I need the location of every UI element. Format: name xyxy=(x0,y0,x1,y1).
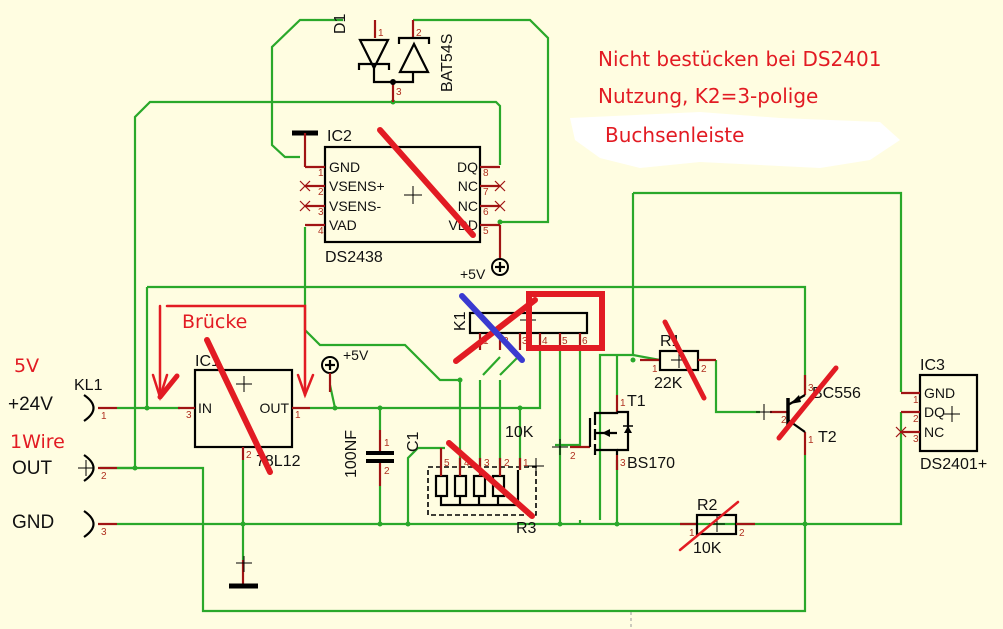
t1-value: BS170 xyxy=(627,455,675,472)
annotation-marks xyxy=(151,112,900,552)
pin-number: 1 xyxy=(620,398,626,409)
t1-ref: T1 xyxy=(627,393,646,410)
note-line-2: Nutzung, K2=3-polige xyxy=(598,84,818,108)
annotation-text: Nicht bestücken bei DS2401 Nutzung, K2=3… xyxy=(10,47,881,453)
pin-number: 3 xyxy=(484,458,490,469)
pin-number: 3 xyxy=(913,434,919,445)
pin-number: 5 xyxy=(562,336,568,347)
pin-number: 3 xyxy=(186,410,192,421)
ic3-pin-name: NC xyxy=(924,424,944,440)
pin-number: 3 xyxy=(808,383,814,394)
bridge-label: Brücke xyxy=(182,311,247,333)
pin-number: 1 xyxy=(318,168,324,179)
supply-label: +5V xyxy=(460,266,486,282)
note-line-3: Buchsenleiste xyxy=(605,123,744,147)
pin-number: 4 xyxy=(464,458,470,469)
pin-number: 2 xyxy=(504,458,510,469)
terminal-label: OUT xyxy=(12,458,53,479)
r3-value: 10K xyxy=(505,424,534,441)
pin-number: 1 xyxy=(913,395,919,406)
pin-number: 2 xyxy=(570,451,576,462)
pin-number: 5 xyxy=(483,226,489,237)
ic2-pin-name: GND xyxy=(329,159,360,175)
terminal-label: GND xyxy=(12,512,54,533)
component-ic1[interactable]: IN OUT 3 1 2 IC1 78L12 +5V xyxy=(178,347,369,589)
component-r1[interactable]: 1 2 R1 22K xyxy=(640,333,716,392)
pin-number: 6 xyxy=(483,207,489,218)
c1-value: 100NF xyxy=(343,430,360,478)
pin-number: 2 xyxy=(913,414,919,425)
component-ic3[interactable]: GND DQ NC 1 2 3 IC3 DS2401+ xyxy=(895,357,987,473)
pin-number: 2 xyxy=(384,466,390,477)
label-5v: 5V xyxy=(14,355,39,377)
component-c1[interactable]: 1 2 100NF C1 xyxy=(343,430,422,486)
pin-number: 4 xyxy=(542,336,548,347)
pin-number: 2 xyxy=(246,450,252,461)
component-k1[interactable]: 1 2 3 4 5 6 K1 xyxy=(452,311,589,350)
ic2-pin-name: VSENS+ xyxy=(329,178,385,194)
ic1-pin-in: IN xyxy=(198,400,212,416)
pin-number: 7 xyxy=(483,187,489,198)
pin-number: 2 xyxy=(318,187,324,198)
pin-number: 4 xyxy=(318,226,324,237)
component-t2[interactable]: 3 2 1 BC556 T2 xyxy=(756,375,861,455)
component-kl1[interactable]: 1 2 3 KL1 +24V OUT GND xyxy=(8,377,117,538)
ic3-ref: IC3 xyxy=(920,357,945,374)
ic2-pin-name: DQ xyxy=(457,159,478,175)
pin-number: 6 xyxy=(582,336,588,347)
t2-ref: T2 xyxy=(818,429,837,446)
ic3-value: DS2401+ xyxy=(920,456,987,473)
t2-value: BC556 xyxy=(812,385,861,402)
pin-number: 1 xyxy=(295,410,301,421)
pin-number: 2 xyxy=(101,471,107,482)
ic3-pin-name: DQ xyxy=(924,404,945,420)
ic2-pin-name: VSENS- xyxy=(329,198,381,214)
k1-ref: K1 xyxy=(452,311,469,331)
pin-number: 3 xyxy=(620,458,626,469)
pin-number: 8 xyxy=(483,168,489,179)
component-r2[interactable]: 1 2 R2 10K xyxy=(680,497,755,557)
kl1-ref: KL1 xyxy=(74,377,103,394)
r1-value: 22K xyxy=(654,375,683,392)
pin-number: 2 xyxy=(781,415,787,426)
pin-number: 1 xyxy=(652,364,658,375)
ic2-pin-name: NC xyxy=(458,178,478,194)
note-line-1: Nicht bestücken bei DS2401 xyxy=(598,47,881,71)
component-d1[interactable]: 1 2 3 D1 BAT54S xyxy=(332,13,456,102)
pin-number: 1 xyxy=(808,435,814,446)
ic2-pin-name: VAD xyxy=(329,217,357,233)
component-r3[interactable]: 5 4 3 2 1 10K R3 xyxy=(427,424,544,537)
terminal-label: +24V xyxy=(8,394,53,415)
d1-ref: D1 xyxy=(332,13,349,34)
r2-ref: R2 xyxy=(697,497,718,514)
supply-plus-icon xyxy=(491,258,509,276)
pin-number: 3 xyxy=(101,527,107,538)
pin-number: 2 xyxy=(416,28,422,39)
pin-number: 3 xyxy=(318,207,324,218)
ic2-value: DS2438 xyxy=(325,249,383,266)
pin-number: 3 xyxy=(396,87,402,98)
ic2-ref: IC2 xyxy=(327,128,352,145)
pin-number: 1 xyxy=(384,438,390,449)
pin-number: 5 xyxy=(444,458,450,469)
ic3-pin-name: GND xyxy=(924,385,955,401)
junction-dots xyxy=(132,99,808,527)
pin-number: 1 xyxy=(101,411,107,422)
pin-number: 3 xyxy=(522,336,528,347)
label-1wire: 1Wire xyxy=(10,431,65,453)
ic2-pin-name: NC xyxy=(458,198,478,214)
pin-number: 1 xyxy=(523,458,529,469)
r2-value: 10K xyxy=(693,540,722,557)
pin-number: 1 xyxy=(378,28,384,39)
pin-number: 2 xyxy=(701,364,707,375)
pin-number: 1 xyxy=(689,528,695,539)
supply-label: +5V xyxy=(343,347,369,363)
pin-number: 2 xyxy=(739,528,745,539)
component-t1[interactable]: 1 2 3 T1 BS170 xyxy=(552,393,675,472)
c1-ref: C1 xyxy=(405,431,422,452)
d1-value: BAT54S xyxy=(439,34,456,92)
r3-ref: R3 xyxy=(516,520,537,537)
ic1-pin-out: OUT xyxy=(259,400,289,416)
